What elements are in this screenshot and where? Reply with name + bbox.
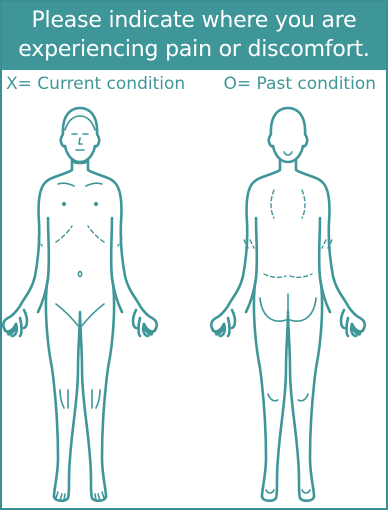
instruction-banner: Please indicate where you are experienci…	[2, 2, 386, 70]
instruction-line-1: Please indicate where you are	[2, 6, 386, 35]
legend-past-condition: O= Past condition	[224, 71, 376, 97]
instruction-line-2: experiencing pain or discomfort.	[2, 35, 386, 64]
legend-current-condition: X= Current condition	[6, 71, 185, 97]
body-diagrams	[2, 98, 386, 508]
body-diagrams-svg	[2, 98, 386, 508]
back-body-diagram[interactable]	[211, 108, 365, 501]
marking-legend: X= Current condition O= Past condition	[2, 70, 386, 96]
front-body-diagram[interactable]	[3, 108, 157, 501]
